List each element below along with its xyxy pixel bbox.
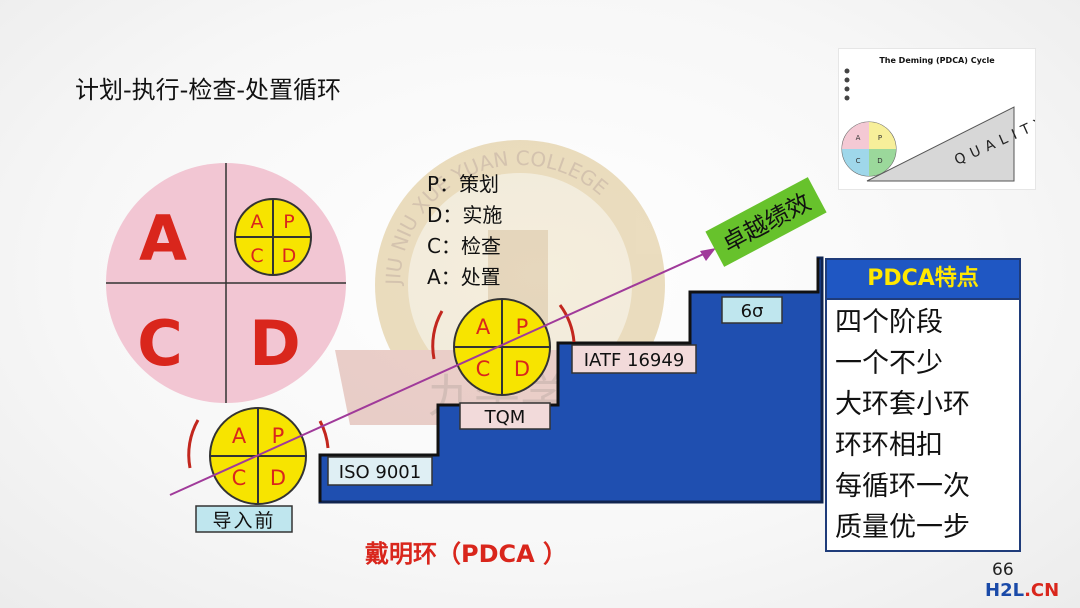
step-label-iatf: IATF 16949 xyxy=(571,344,697,374)
svg-text:D: D xyxy=(282,245,297,267)
svg-text:C: C xyxy=(476,357,491,381)
feature-item: 四个阶段 xyxy=(835,307,943,338)
svg-text:D: D xyxy=(514,357,530,381)
svg-text:P: P xyxy=(516,315,529,339)
mini-pdca-circle-middle: A P C D xyxy=(431,298,576,396)
improvement-arrow-head xyxy=(700,248,716,261)
pdca-features-panel: PDCA特点 四个阶段 一个不少 大环套小环 环环相扣 每循环一次 质量优一步 xyxy=(825,258,1021,552)
legend-item-a: A：处置 xyxy=(427,265,501,289)
page-title: 计划-执行-检查-处置循环 xyxy=(75,76,341,104)
svg-text:A: A xyxy=(476,315,491,339)
step-label-sigma: 6σ xyxy=(721,296,783,324)
feature-item: 每循环一次 xyxy=(835,471,970,502)
svg-text:TQM: TQM xyxy=(484,407,526,428)
svg-text:ISO 9001: ISO 9001 xyxy=(339,462,421,483)
improvement-arrow xyxy=(169,251,709,496)
svg-text:6σ: 6σ xyxy=(741,301,764,322)
pdca-caption: 戴明环（PDCA ） xyxy=(365,540,567,568)
legend-item-c: C：检查 xyxy=(427,234,501,258)
thumbnail-title: The Deming (PDCA) Cycle xyxy=(879,56,995,65)
page-number: 66 xyxy=(992,560,1014,580)
feature-item: 大环套小环 xyxy=(835,389,970,420)
big-pdca-circle: A C D xyxy=(106,163,346,403)
feature-item: 环环相扣 xyxy=(835,430,943,461)
svg-text:P: P xyxy=(272,424,285,448)
svg-text:D: D xyxy=(877,157,882,165)
svg-text:C: C xyxy=(856,157,861,165)
features-list: 四个阶段 一个不少 大环套小环 环环相扣 每循环一次 质量优一步 xyxy=(827,300,1019,548)
big-letter-c: C xyxy=(137,307,183,380)
svg-text:P: P xyxy=(283,211,294,233)
deming-cycle-thumbnail: The Deming (PDCA) Cycle A P C D QUALITY xyxy=(838,48,1052,190)
step-label-tqm: TQM xyxy=(459,402,551,430)
deming-thumbnail-graphic: The Deming (PDCA) Cycle A P C D QUALITY xyxy=(841,56,1052,182)
legend-item-p: P：策划 xyxy=(427,172,500,196)
feature-item: 质量优一步 xyxy=(835,512,970,543)
step-label-iso: ISO 9001 xyxy=(327,456,433,486)
svg-text:D: D xyxy=(270,466,286,490)
feature-item: 一个不少 xyxy=(835,348,943,379)
svg-text:A: A xyxy=(251,211,264,233)
svg-text:C: C xyxy=(232,466,247,490)
big-letter-a: A xyxy=(139,202,187,275)
svg-text:A: A xyxy=(856,134,861,142)
svg-text:A: A xyxy=(232,424,247,448)
big-letter-d: D xyxy=(249,307,300,380)
svg-text:IATF 16949: IATF 16949 xyxy=(584,350,685,371)
features-panel-title: PDCA特点 xyxy=(827,260,1019,300)
excellence-banner: 卓越绩效 xyxy=(705,177,827,267)
mini-pdca-circle-top: A P C D xyxy=(234,198,312,276)
site-watermark: H2L.CN xyxy=(985,580,1060,601)
legend-item-d: D：实施 xyxy=(427,203,503,227)
svg-text:C: C xyxy=(250,245,263,267)
stairs-outline xyxy=(318,258,820,502)
step-label-before: 导入前 xyxy=(195,505,293,533)
svg-text:P: P xyxy=(878,134,882,142)
svg-text:导入前: 导入前 xyxy=(212,510,275,532)
